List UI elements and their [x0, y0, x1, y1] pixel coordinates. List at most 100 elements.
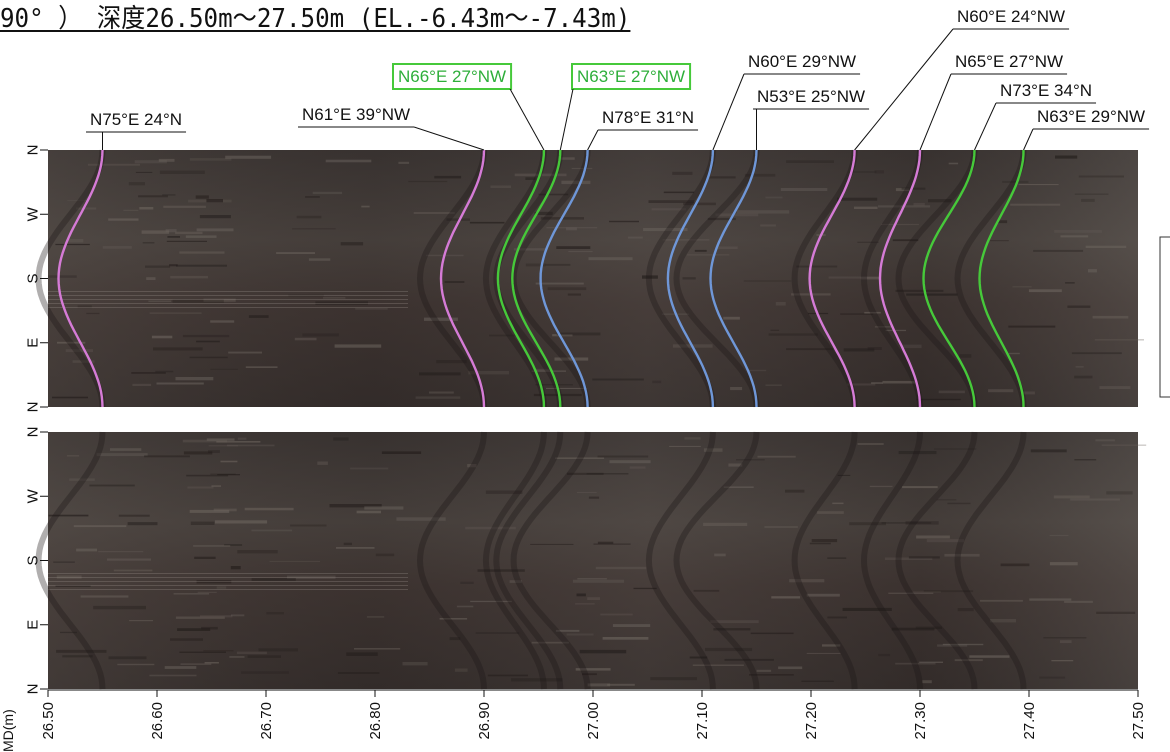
texture-streak [609, 220, 639, 223]
fracture-leader-line [559, 88, 574, 151]
texture-streak [203, 650, 234, 652]
texture-streak [709, 176, 736, 179]
texture-streak [208, 450, 220, 453]
fracture-label-box [571, 63, 692, 90]
texture-streak [258, 648, 298, 652]
texture-streak [588, 257, 633, 261]
texture-streak [1030, 449, 1067, 453]
texture-streak [546, 227, 598, 229]
texture-streak [934, 448, 977, 450]
texture-streak [227, 444, 275, 447]
texture-streak [593, 543, 631, 545]
texture-streak [381, 451, 422, 454]
texture-streak [882, 380, 915, 384]
texture-streak [323, 297, 346, 299]
depth-tick-label: 27.30 [912, 702, 929, 740]
texture-streak [113, 569, 153, 572]
texture-streak [881, 223, 919, 226]
texture-streak [592, 378, 644, 381]
texture-streak [714, 553, 726, 557]
fracture-leader-line [413, 126, 485, 151]
texture-streak [582, 673, 597, 676]
texture-streak [366, 616, 385, 618]
texture-streak [138, 195, 168, 198]
texture-streak [556, 246, 591, 249]
texture-streak [449, 637, 461, 641]
texture-streak [62, 655, 93, 658]
upper-orientation-label: W [25, 206, 42, 221]
texture-streak [547, 287, 587, 291]
texture-streak [66, 455, 80, 457]
texture-streak [173, 593, 210, 595]
texture-streak [163, 205, 206, 208]
lower-orientation-label: N [25, 427, 42, 438]
texture-streak [68, 239, 84, 243]
texture-streak [555, 629, 580, 632]
texture-streak [337, 672, 380, 674]
texture-streak [408, 180, 448, 183]
texture-streak [811, 539, 838, 543]
texture-streak [251, 578, 296, 581]
fracture-label: N75°E 24°N [90, 110, 182, 129]
texture-streak [687, 254, 730, 256]
texture-streak [164, 666, 197, 669]
texture-streak [1054, 230, 1102, 233]
texture-streak [651, 208, 686, 211]
texture-streak [312, 191, 343, 195]
texture-streak [857, 241, 879, 243]
texture-streak [127, 522, 158, 526]
texture-streak [434, 175, 462, 179]
texture-streak [128, 182, 145, 186]
texture-streak [354, 648, 401, 650]
texture-streak [236, 651, 267, 655]
texture-streak [439, 618, 468, 620]
texture-streak [980, 599, 1023, 602]
texture-streak [292, 228, 336, 230]
texture-streak [73, 525, 127, 528]
texture-streak [525, 177, 536, 180]
texture-streak [199, 215, 231, 219]
texture-streak [693, 589, 720, 592]
fracture-label-box [392, 63, 513, 90]
texture-streak [1060, 235, 1089, 238]
texture-streak [530, 543, 574, 545]
bedding-band [895, 149, 978, 408]
texture-streak [329, 504, 382, 508]
texture-streak [108, 656, 147, 660]
texture-streak [76, 548, 97, 552]
texture-streak [566, 633, 594, 636]
texture-streak [716, 246, 738, 249]
texture-streak [602, 637, 649, 640]
texture-streak [908, 556, 940, 559]
texture-streak [276, 252, 315, 254]
texture-streak [723, 316, 740, 320]
fracture-trace-n61e39nw [439, 149, 486, 408]
texture-streak [843, 348, 875, 352]
texture-streak [210, 473, 236, 475]
bedding-band [791, 149, 858, 408]
bedding-band [510, 431, 591, 690]
texture-streak [196, 340, 220, 343]
texture-streak [525, 263, 546, 267]
texture-streak [597, 541, 614, 544]
upper-core-texture [35, 149, 1144, 408]
fracture-label: N60°E 29°NW [748, 52, 856, 71]
texture-streak [72, 360, 95, 363]
texture-streak [942, 643, 984, 646]
texture-streak [247, 655, 281, 658]
texture-streak [1055, 155, 1078, 159]
texture-streak [1065, 282, 1075, 284]
texture-streak [189, 509, 230, 513]
fracture-trace-n63e29nw [978, 149, 1025, 408]
texture-streak [1106, 491, 1133, 495]
texture-streak [895, 188, 910, 192]
bedding-band [645, 431, 716, 690]
texture-streak [214, 520, 268, 524]
texture-streak [609, 460, 651, 464]
texture-streak [801, 680, 834, 682]
texture-streak [684, 437, 701, 440]
texture-streak [730, 387, 743, 391]
texture-streak [535, 282, 584, 285]
texture-streak [552, 334, 573, 337]
